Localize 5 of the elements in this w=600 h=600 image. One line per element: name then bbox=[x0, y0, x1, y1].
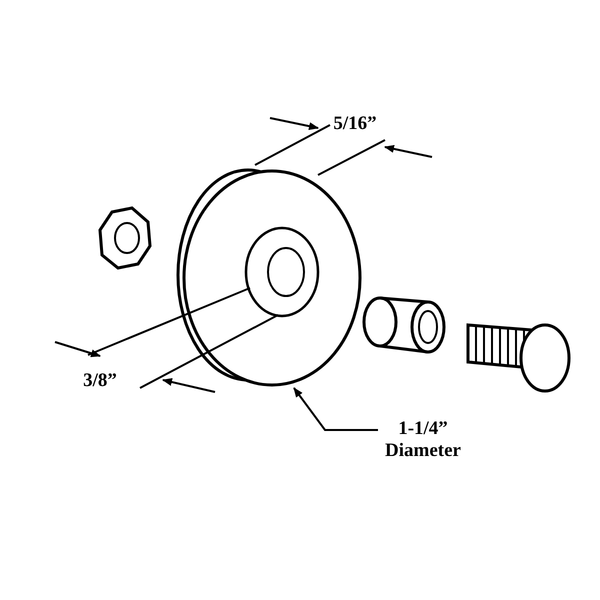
wheel-drawing bbox=[176, 168, 362, 386]
dimension-label: 5/16” bbox=[332, 113, 378, 135]
leader-line bbox=[293, 387, 378, 431]
dimension-label: 1-1/4” Diameter bbox=[368, 418, 478, 462]
dimension-label: 3/8” bbox=[82, 370, 118, 392]
